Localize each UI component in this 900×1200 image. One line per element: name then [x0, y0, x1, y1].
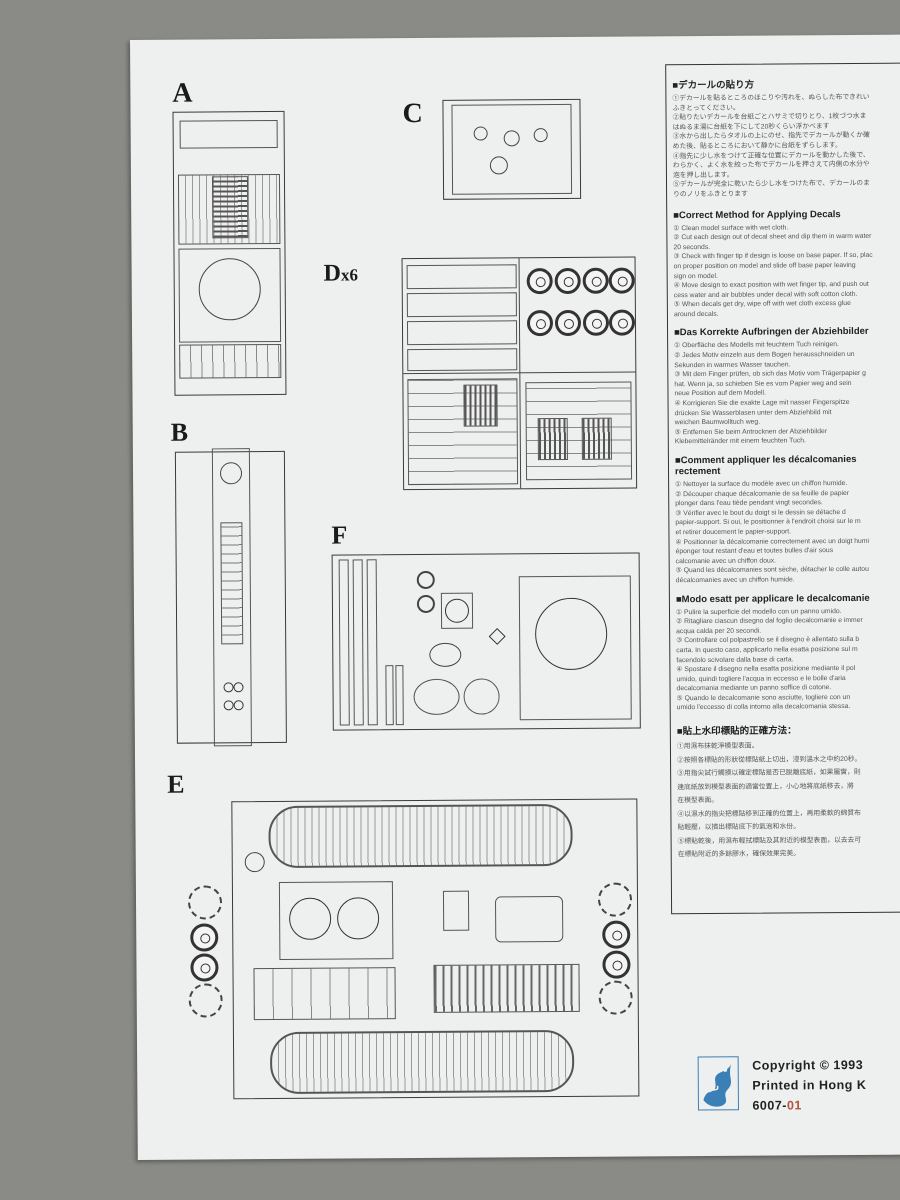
- product-code: 6007-01: [752, 1098, 802, 1113]
- decal-lines-it: ① Pulire la superficie del modello con u…: [675, 607, 863, 712]
- decal-heading-fr-cont: rectement: [674, 465, 721, 478]
- sprue-e-label: E: [167, 769, 185, 799]
- sprue-a: [172, 110, 287, 396]
- sprue-b-label: B: [170, 417, 189, 447]
- decal-lines-en: ① Clean model surface with wet cloth. ② …: [673, 223, 873, 319]
- sprue-e: [231, 798, 640, 1100]
- decal-lines-de: ① Oberfläche des Modells mit feuchtem Tu…: [674, 341, 866, 446]
- copyright-block: Copyright © 1993 Printed in Hong K 6007-…: [752, 1055, 866, 1116]
- decal-heading-de: ■Das Korrekte Aufbringen der Abziehbilde…: [674, 326, 869, 339]
- decal-heading-jp: ■デカールの貼り方: [672, 79, 755, 92]
- decal-lines-fr: ① Nettoyer la surface du modèle avec un …: [675, 480, 870, 585]
- sprue-f-label: F: [331, 520, 348, 550]
- decal-instructions: ■デカールの貼り方 ①デカールを貼るところのほこりや汚れを、ぬらした布できれい …: [665, 62, 900, 915]
- sprue-c: [442, 98, 582, 200]
- sprue-b: [174, 448, 287, 747]
- copyright-text: Copyright © 1993: [752, 1057, 864, 1073]
- sprue-d-count: x6: [340, 265, 359, 285]
- sprue-a-label: A: [172, 77, 193, 109]
- sprue-d: [401, 256, 638, 491]
- sprue-f: [331, 552, 641, 731]
- instruction-sheet: A B C Dx6: [130, 34, 900, 1160]
- sprue-d-label: Dx6: [323, 260, 359, 287]
- sprue-c-label: C: [402, 97, 423, 130]
- decal-heading-en: ■Correct Method for Applying Decals: [673, 208, 841, 221]
- decal-lines-jp: ①デカールを貼るところのほこりや汚れを、ぬらした布できれい ふきとってください。…: [672, 93, 870, 199]
- dragon-logo-icon: [697, 1056, 739, 1111]
- printed-text: Printed in Hong K: [752, 1077, 867, 1093]
- decal-lines-zh: ①用濕布抹乾淨模型表面。 ②按照各標貼的形狀從標貼紙上切出，浸到溫水之中約20秒…: [676, 742, 862, 859]
- decal-heading-it: ■Modo esatt per applicare le decalcomani…: [675, 592, 870, 605]
- decal-heading-zh: ■貼上水印標貼的正確方法：: [676, 725, 797, 738]
